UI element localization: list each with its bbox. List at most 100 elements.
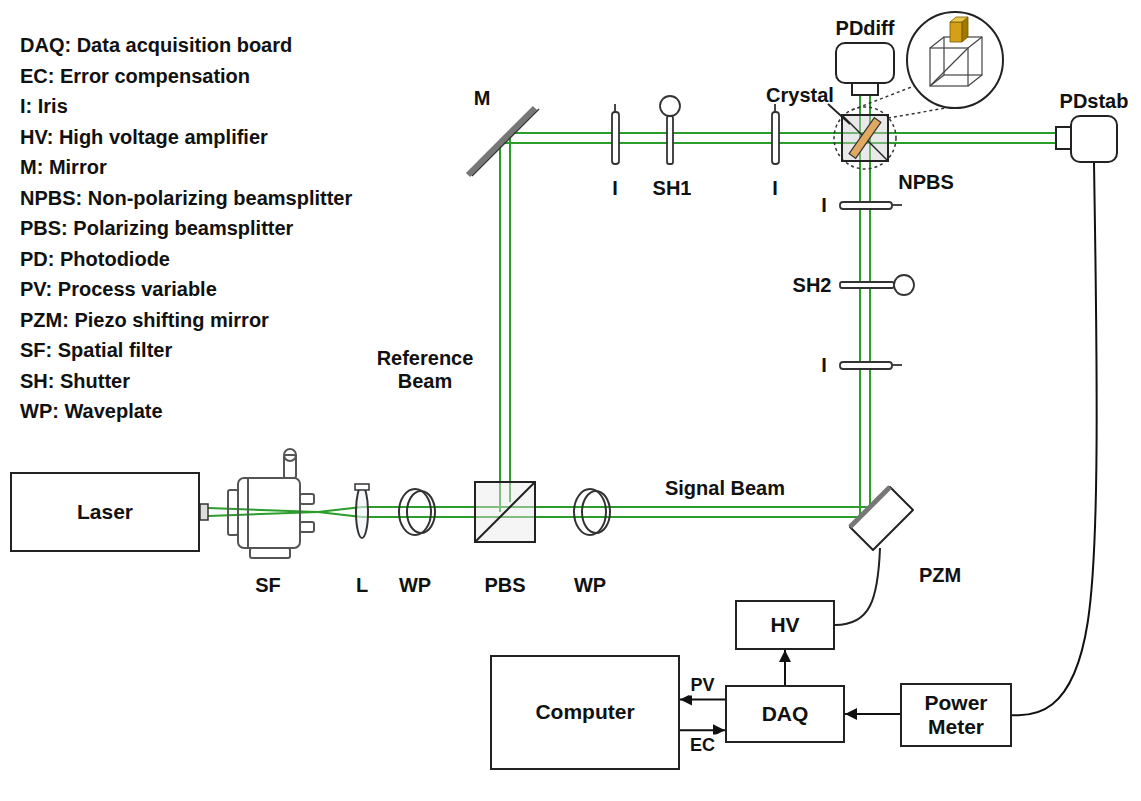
photodiode-neck — [1056, 127, 1071, 149]
beam — [208, 95, 1056, 517]
part-label: WP — [399, 574, 431, 597]
part-label: I — [772, 177, 778, 200]
abbreviation-entry: SF: Spatial filter — [20, 339, 172, 362]
mirror — [472, 109, 539, 176]
node-text: PDstab — [1060, 90, 1129, 113]
iris — [772, 112, 779, 164]
abbreviation-entry: PV: Process variable — [20, 278, 217, 301]
node-text: Power Meter — [910, 691, 1002, 739]
beam — [362, 506, 870, 508]
piezo-mirror — [835, 548, 880, 625]
shutter — [660, 96, 680, 116]
signal-arrow — [845, 713, 900, 715]
spatial-filter — [300, 494, 314, 504]
polarizing-beamsplitter — [475, 482, 535, 542]
signal-arrow — [680, 729, 725, 731]
shutter — [840, 282, 894, 288]
node-text: DAQ — [762, 702, 809, 726]
beam — [509, 133, 511, 502]
part-label: I — [612, 177, 618, 200]
part-label: I — [821, 194, 827, 217]
crystal-inset — [930, 37, 944, 48]
spatial-filter — [228, 490, 238, 535]
piezo-mirror — [850, 487, 913, 550]
abbreviation-entry: PBS: Polarizing beamsplitter — [20, 217, 293, 240]
shutter — [667, 116, 673, 164]
crystal-inset — [930, 37, 982, 86]
crystal-inset — [930, 48, 968, 86]
piezo-mirror — [850, 487, 890, 527]
crystal-inset-link — [834, 107, 896, 169]
non-polarizing-beamsplitter — [849, 118, 881, 159]
abbreviation-entry: WP: Waveplate — [20, 400, 163, 423]
abbreviation-entry: M: Mirror — [20, 156, 107, 179]
node-text: Laser — [77, 500, 133, 524]
polarizing-beamsplitter — [475, 482, 535, 542]
spatial-filter — [238, 478, 300, 548]
node-text: PDdiff — [836, 17, 895, 40]
crystal-inset — [950, 22, 962, 42]
waveplate — [574, 489, 606, 535]
part-label: M — [474, 87, 491, 110]
crystal-inset — [930, 48, 968, 86]
lens — [356, 486, 368, 538]
beam — [499, 143, 501, 512]
photodiode-neck — [852, 83, 878, 95]
beam-label: Signal Beam — [665, 477, 785, 500]
iris — [612, 112, 619, 164]
spatial-filter — [250, 548, 290, 558]
beam — [208, 512, 318, 516]
part-label: Crystal — [766, 84, 834, 107]
lens — [355, 484, 369, 490]
power-meter-box: Power Meter — [900, 683, 1012, 747]
waveplate — [582, 491, 610, 533]
mirror — [468, 108, 535, 175]
waveplate — [399, 489, 431, 535]
amplifier-box: HV — [735, 600, 835, 650]
signal-cable — [1012, 163, 1097, 715]
node-text: Computer — [535, 700, 634, 724]
polarizing-beamsplitter — [475, 482, 535, 542]
iris — [840, 362, 892, 369]
iris — [614, 104, 616, 112]
waveplate — [407, 491, 435, 533]
photodiode: PDdiff — [835, 42, 895, 84]
spatial-filter — [247, 478, 249, 548]
beam-label: Reference Beam — [365, 347, 485, 393]
shutter — [660, 96, 914, 295]
edge-label: EC — [688, 735, 717, 756]
part-label: SF — [255, 574, 281, 597]
edge-label: PV — [688, 674, 716, 695]
photodiode: PDstab — [1070, 115, 1118, 163]
signal-arrow — [680, 699, 725, 701]
crystal-inset-link — [888, 108, 946, 118]
laser-output — [200, 504, 208, 520]
iris — [840, 202, 892, 209]
part-label: SH2 — [793, 274, 832, 297]
signal-arrow — [784, 650, 786, 685]
non-polarizing-beamsplitter — [828, 104, 850, 124]
iris — [892, 364, 902, 366]
part-label: WP — [574, 574, 606, 597]
shutter — [894, 275, 914, 295]
crystal-inset — [968, 37, 982, 48]
photodiode-neck — [852, 83, 1071, 149]
mirror — [468, 108, 539, 176]
abbreviation-entry: NPBS: Non-polarizing beamsplitter — [20, 186, 352, 209]
laser-output — [200, 504, 208, 520]
part-label: NPBS — [898, 171, 954, 194]
abbreviation-entry: HV: High voltage amplifier — [20, 125, 268, 148]
piezo-mirror — [835, 487, 913, 625]
node-text: HV — [770, 613, 799, 637]
crystal-inset — [944, 37, 982, 75]
abbreviation-entry: SH: Shutter — [20, 369, 130, 392]
lens — [355, 484, 369, 538]
abbreviation-entry: DAQ: Data acquisition board — [20, 34, 292, 57]
part-label: L — [356, 574, 368, 597]
crystal-inset — [968, 75, 982, 86]
computer-box: Computer — [490, 655, 680, 770]
spatial-filter — [228, 449, 314, 558]
crystal-inset — [907, 12, 1003, 108]
part-label: I — [821, 354, 827, 377]
part-label: PBS — [484, 574, 525, 597]
